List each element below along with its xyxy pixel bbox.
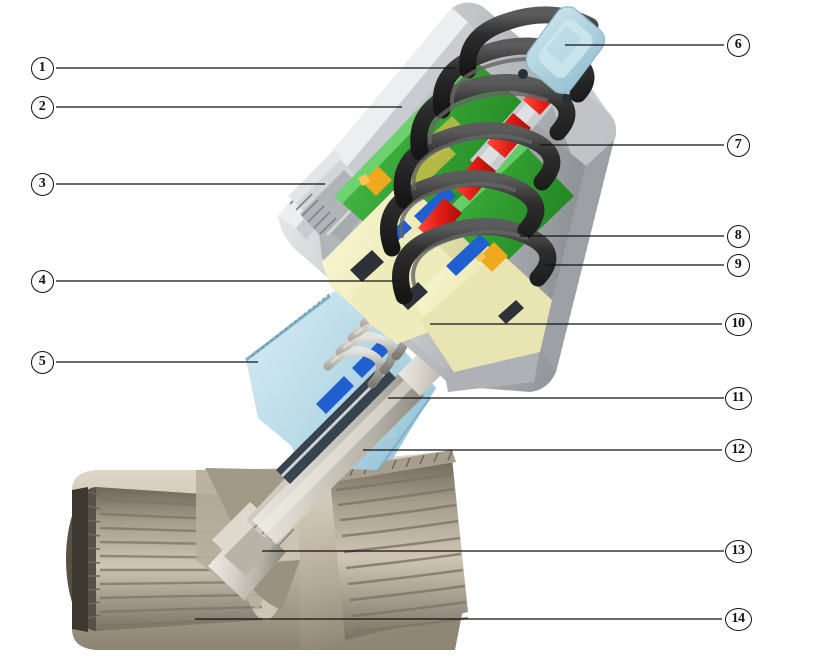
callout-3[interactable]: 3	[30, 172, 54, 196]
callout-11[interactable]: 11	[724, 386, 752, 410]
callout-number-label: 14	[731, 611, 746, 626]
callout-2[interactable]: 2	[30, 95, 54, 119]
callout-4[interactable]: 4	[30, 269, 54, 293]
callout-1[interactable]: 1	[30, 56, 54, 80]
right-port-threads	[335, 472, 469, 634]
stem-packing	[276, 340, 396, 484]
callout-14[interactable]: 14	[724, 607, 752, 631]
callout-number-label: 7	[734, 137, 742, 152]
callout-5[interactable]: 5	[30, 350, 54, 374]
callout-number-label: 13	[731, 543, 746, 558]
callout-number-label: 6	[734, 37, 742, 52]
callout-8[interactable]: 8	[726, 224, 750, 248]
callout-12[interactable]: 12	[724, 438, 752, 462]
indicator-cap	[518, 6, 606, 104]
callout-number-label: 2	[38, 99, 46, 114]
return-spring	[380, 6, 599, 305]
callout-7[interactable]: 7	[726, 133, 750, 157]
return-spring-highlight	[399, 57, 568, 286]
callout-number-label: 4	[38, 273, 46, 288]
valve-body	[66, 450, 469, 650]
callout-number-label: 5	[38, 354, 46, 369]
callout-number-label: 3	[38, 176, 46, 191]
callout-number-label: 9	[734, 257, 742, 272]
callout-number-label: 10	[731, 316, 746, 331]
threaded-bonnet-nut	[288, 150, 372, 238]
callout-number-label: 1	[38, 60, 46, 75]
callout-13[interactable]: 13	[724, 539, 752, 563]
callout-number-label: 12	[731, 442, 746, 457]
valve-stem	[208, 286, 504, 600]
callout-9[interactable]: 9	[726, 253, 750, 277]
piston-o-ring	[358, 166, 508, 272]
leader-lines	[56, 44, 724, 620]
callout-10[interactable]: 10	[724, 312, 752, 336]
callout-6[interactable]: 6	[726, 33, 750, 57]
callout-number-label: 11	[731, 390, 745, 405]
callout-number-label: 8	[734, 228, 742, 243]
